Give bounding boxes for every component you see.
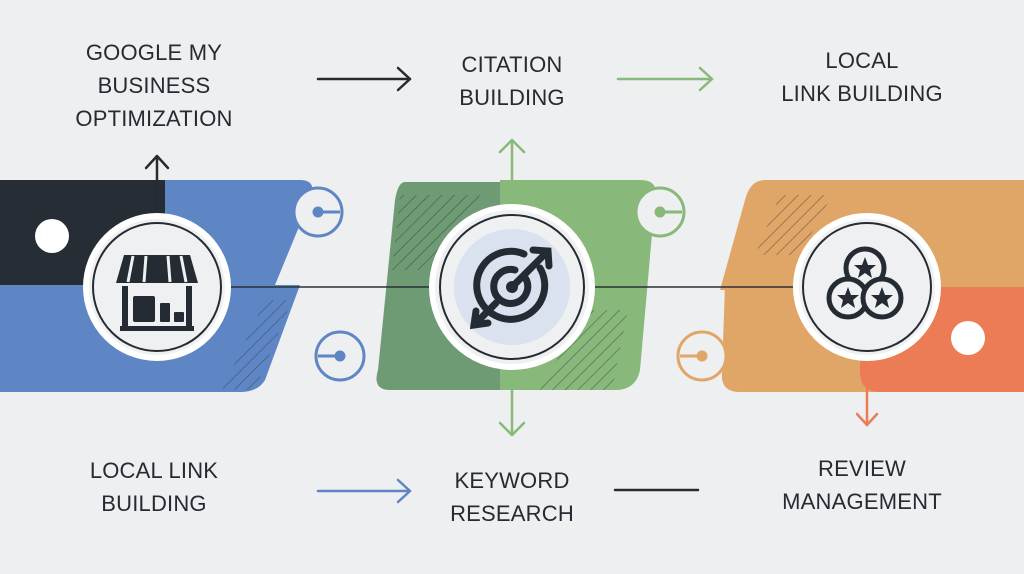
star-badges-icon [826, 246, 904, 320]
step-label-local-link-building-bottom: LOCAL LINK BUILDING [89, 458, 219, 516]
arrow-down-right [855, 348, 879, 427]
arrow-down-middle [498, 358, 526, 437]
left-hatch [222, 300, 292, 390]
left-dot [35, 219, 69, 253]
node-left [83, 213, 231, 361]
arrow-right-top-2 [616, 66, 714, 92]
step-label-review-management: REVIEW MANAGEMENT [782, 456, 942, 514]
gauge-accent-4 [676, 330, 728, 382]
storefront-icon [116, 255, 198, 331]
arrow-right-bottom-1 [316, 478, 412, 504]
step-label-citation-building: CITATION BUILDING [459, 52, 565, 110]
right-dot [951, 321, 985, 355]
middle-hatch-bottom [540, 310, 628, 390]
gauge-accent-3 [634, 186, 686, 238]
gauge-accent-1 [292, 186, 344, 238]
step-label-gmb-optimization: GOOGLE MY BUSINESS OPTIMIZATION [75, 40, 233, 131]
right-hatch [755, 195, 832, 255]
step-label-keyword-research: KEYWORD RESEARCH [450, 468, 574, 526]
horizontal-arrows [316, 66, 714, 504]
gauge-accent-2 [314, 330, 366, 382]
target-arrow-icon [469, 246, 553, 330]
middle-hatch-top [392, 195, 480, 270]
arrow-right-top-1 [316, 66, 412, 92]
node-middle [429, 204, 595, 370]
gauge-accents [292, 186, 728, 382]
node-right [793, 213, 941, 361]
vertical-arrows [144, 138, 879, 437]
step-label-local-link-building-top: LOCAL LINK BUILDING [781, 48, 943, 106]
